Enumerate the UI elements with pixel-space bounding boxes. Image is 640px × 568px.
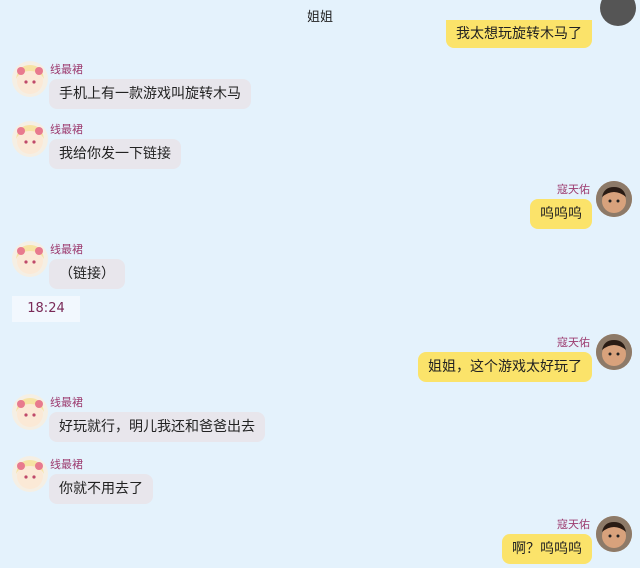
- message-bubble: 好玩就行，明儿我还和爸爸出去: [49, 412, 265, 442]
- message-bubble: 姐姐，这个游戏太好玩了: [418, 352, 592, 382]
- avatar[interactable]: [596, 334, 632, 370]
- girl-avatar-icon: [16, 245, 44, 274]
- avatar[interactable]: [12, 456, 48, 492]
- boy-avatar-icon: [596, 334, 632, 370]
- message-bubble: 我给你发一下链接: [49, 139, 181, 169]
- avatar[interactable]: [596, 516, 632, 552]
- girl-avatar-icon: [16, 398, 44, 427]
- link-bubble[interactable]: （链接）: [49, 259, 125, 289]
- message-bubble: 啊？呜呜呜: [502, 534, 592, 564]
- sender-name: 线最裙: [50, 396, 83, 409]
- message-bubble: 呜呜呜: [530, 199, 592, 229]
- boy-avatar-icon: [596, 181, 632, 217]
- girl-avatar-icon: [16, 460, 44, 489]
- timestamp: 18:24: [12, 296, 80, 322]
- boy-avatar-icon: [596, 516, 632, 552]
- sender-name: 线最裙: [50, 458, 83, 471]
- girl-avatar-icon: [16, 65, 44, 94]
- avatar[interactable]: [596, 181, 632, 217]
- chat-title: 姐姐: [306, 10, 333, 25]
- sender-name: 寇天佑: [557, 518, 590, 531]
- sender-name: 线最裙: [50, 123, 83, 136]
- message-bubble: 你就不用去了: [49, 474, 153, 504]
- avatar[interactable]: [12, 241, 48, 277]
- avatar[interactable]: [12, 121, 48, 157]
- girl-avatar-icon: [16, 125, 44, 154]
- sender-name: 寇天佑: [557, 336, 590, 349]
- sender-name: 寇天佑: [557, 183, 590, 196]
- message-bubble: 手机上有一款游戏叫旋转木马: [49, 79, 251, 109]
- message-bubble: 我太想玩旋转木马了: [446, 20, 592, 48]
- avatar[interactable]: [12, 394, 48, 430]
- sender-name: 线最裙: [50, 243, 83, 256]
- avatar[interactable]: [12, 61, 48, 97]
- sender-name: 线最裙: [50, 63, 83, 76]
